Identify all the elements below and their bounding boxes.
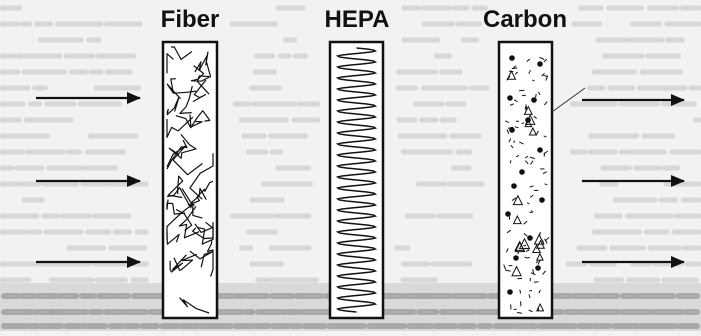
fiber-filter [163,42,217,318]
carbon-filter [499,42,552,318]
carbon-pointer-line [552,88,585,112]
carbon-filter-frame [499,42,552,318]
incoming-arrows [36,98,140,262]
fiber-label: Fiber [120,6,260,34]
hepa-filter [330,42,383,318]
outgoing-arrows [582,100,684,262]
hepa-label: HEPA [287,6,427,34]
carbon-label: Carbon [455,6,595,34]
